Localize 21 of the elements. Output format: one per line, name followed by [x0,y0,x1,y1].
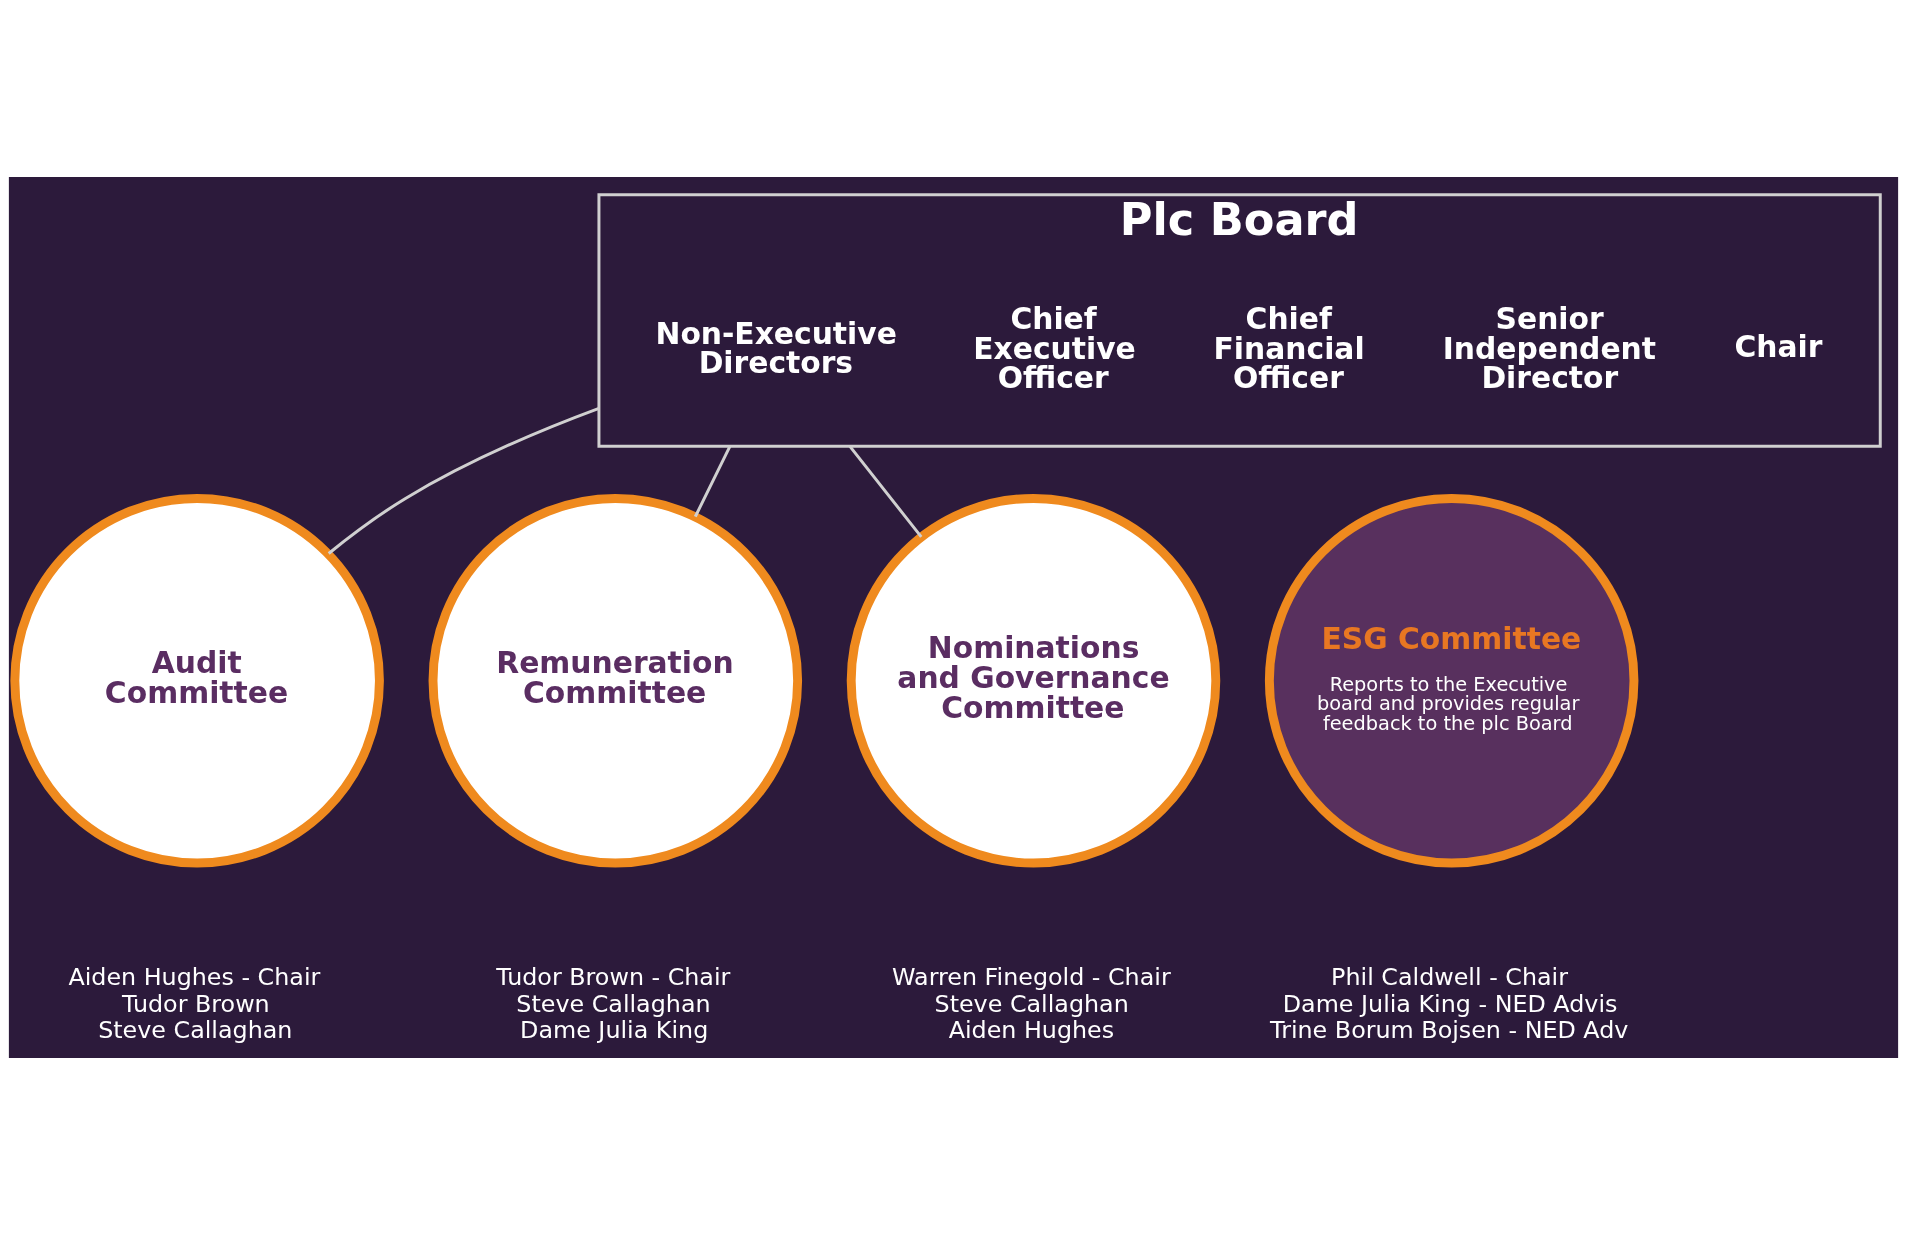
connector [327,406,600,555]
node-label: Steve Callaghan [516,989,711,1018]
node-label: Aiden Hughes - Chair [68,962,321,991]
connector [848,444,923,538]
node-circle: Remuneration Committee [428,493,803,867]
node-label: Dame Julia King - NED Advis [1282,989,1618,1018]
node-text: Non-Executive Directors [655,315,897,380]
connector [693,445,732,517]
node-circle: Audit Committee [10,493,384,867]
node-label: Tudor Brown - Chair [496,962,731,991]
node-text: Chief Financial Officer [1213,300,1365,395]
node-label: Tudor Brown [121,989,270,1018]
node-label: Phil Caldwell - Chair [1331,962,1568,991]
node-text: Chief Executive Officer [973,300,1136,395]
node-circle: ESG Committee Reports to the Executive board and provides regular feedback to the plc Board [1264,493,1639,867]
node-label: Steve Callaghan [98,1015,293,1044]
node-text: Senior Independent Director [1442,300,1656,395]
node-label: Warren Finegold - Chair [892,962,1171,991]
node-text: Chair [1734,328,1823,364]
node-label: Steve Callaghan [934,989,1129,1018]
node-circle: Nominations and Governance Committee [846,493,1221,867]
